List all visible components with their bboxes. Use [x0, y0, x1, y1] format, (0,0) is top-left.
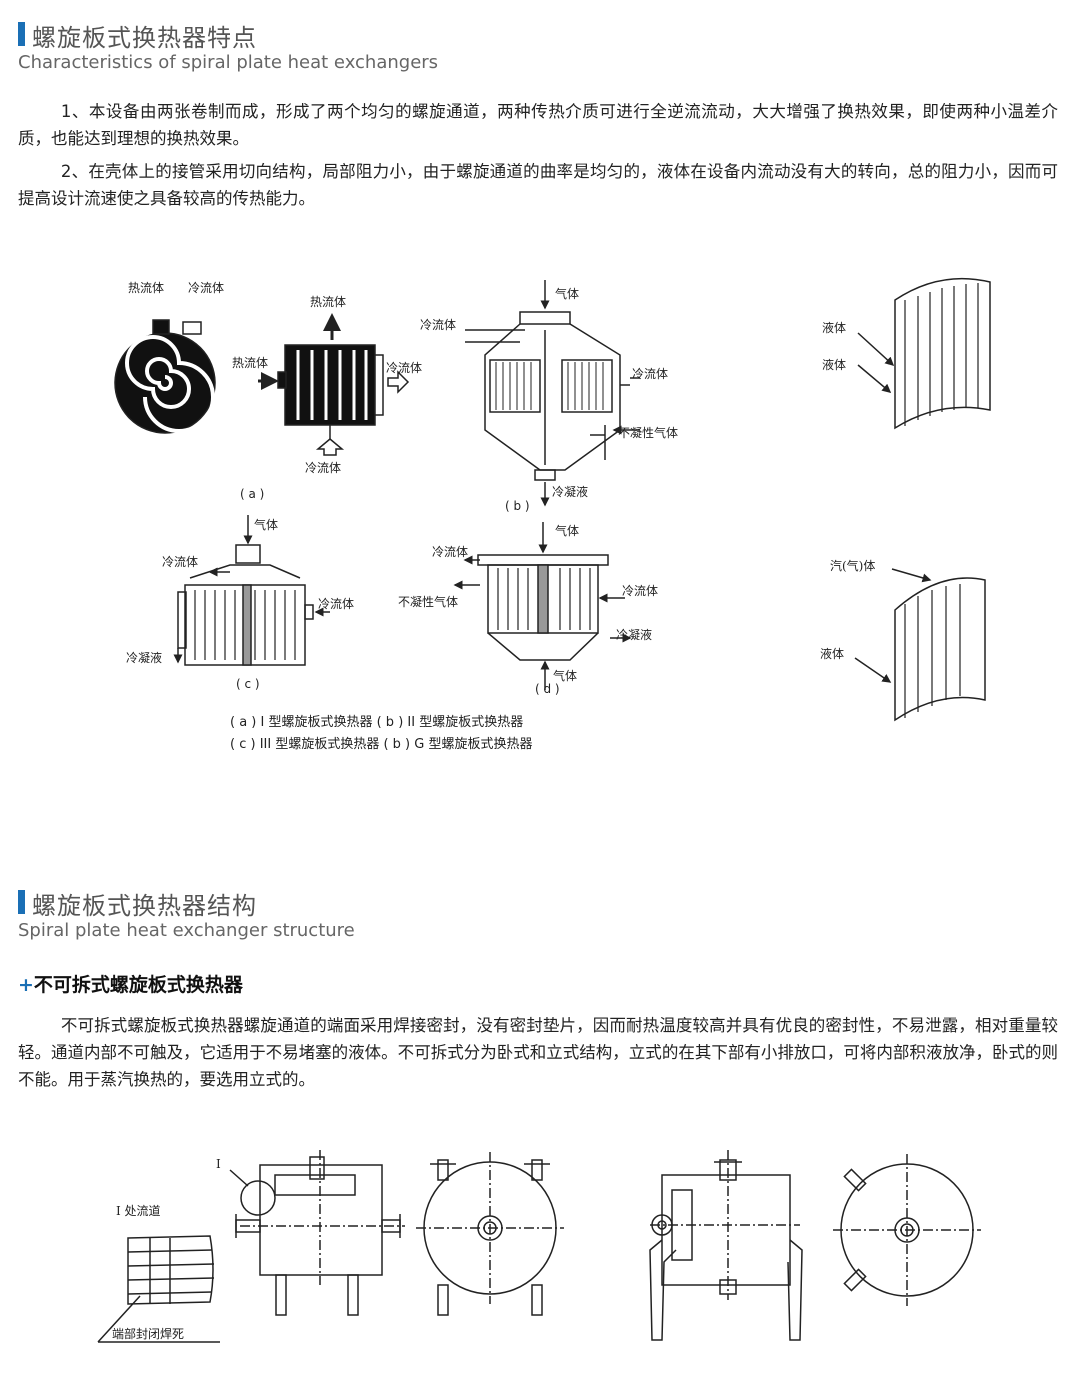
label-cold-fluid-out: 冷流体: [386, 361, 422, 375]
spiral-side-view-drawing: [258, 313, 410, 456]
section1-title: 螺旋板式换热器特点: [32, 24, 257, 52]
section2-subtitle: Spiral plate heat exchanger structure: [18, 920, 355, 941]
spiral-cross-section-drawing: [114, 319, 216, 434]
vertical-unit-end-drawing: [833, 1154, 981, 1306]
section2-body: 不可拆式螺旋板式换热器螺旋通道的端面采用焊接密封，没有密封垫片，因而耐热温度较高…: [18, 1012, 1058, 1093]
section-accent-bar: [18, 22, 25, 46]
label-condensate-d: 冷凝液: [616, 627, 652, 642]
plus-icon: +: [18, 974, 34, 996]
label-hot-fluid-in: 热流体: [232, 356, 268, 370]
label-condensate-c: 冷凝液: [126, 650, 162, 665]
label-noncondensable-d: 不凝性气体: [398, 594, 458, 609]
label-noncondensable-b: 不凝性气体: [618, 425, 678, 440]
label-gas-b: 气体: [555, 286, 579, 301]
non-detachable-subheading: +不可拆式螺旋板式换热器: [18, 970, 243, 997]
label-cold-fluid-c: 冷流体: [162, 555, 198, 569]
label-hot-fluid-top: 热流体: [310, 295, 346, 309]
structure-drawings-figure: I I 处流道 端部封闭焊死: [97, 1150, 981, 1343]
label-liquid-1: 液体: [822, 320, 846, 335]
figure1-caption-line2: ( c ) III 型螺旋板式换热器 ( b ) G 型螺旋板式换热器: [230, 737, 532, 752]
spiral-exchanger-types-figure: 热流体 冷流体 热流体 热流体 冷流体 冷流体 ( a ) 气体 冷流体 冷流体…: [114, 277, 991, 752]
type-ii-exchanger-drawing: [465, 280, 640, 507]
structure-paragraph: 不可拆式螺旋板式换热器螺旋通道的端面采用焊接密封，没有密封垫片，因而耐热温度较高…: [18, 1016, 1058, 1089]
label-cold-fluid-b: 冷流体: [420, 318, 456, 332]
label-cold-fluid-b2: 冷流体: [632, 367, 668, 381]
label-liquid-2: 液体: [822, 357, 846, 372]
label-gas-c: 气体: [254, 517, 278, 532]
label-gas-d-bottom: 气体: [553, 668, 577, 683]
label-condensate-b: 冷凝液: [552, 484, 588, 499]
horizontal-unit-side-drawing: [229, 1150, 405, 1316]
label-gas-d-top: 气体: [555, 523, 579, 538]
subheading-text: 不可拆式螺旋板式换热器: [33, 974, 243, 996]
feature-paragraph-1: 1、本设备由两张卷制而成，形成了两个均匀的螺旋通道，两种传热介质可进行全逆流流动…: [18, 102, 1058, 148]
type-iii-exchanger-drawing: [173, 515, 330, 666]
type-g-exchanger-drawing: [453, 522, 632, 690]
part-label-a: ( a ): [240, 487, 264, 501]
channel-detail-title: I 处流道: [116, 1204, 161, 1218]
label-vapor-gas: 汽(气)体: [830, 558, 875, 573]
section2-title: 螺旋板式换热器结构: [32, 892, 257, 920]
label-cold-fluid-in: 冷流体: [305, 461, 341, 475]
label-cold-fluid-a: 冷流体: [188, 281, 224, 295]
section1-body: 1、本设备由两张卷制而成，形成了两个均匀的螺旋通道，两种传热介质可进行全逆流流动…: [18, 98, 1058, 212]
spiral-channel-vapor-drawing: [854, 568, 986, 722]
channel-detail-drawing: [97, 1235, 220, 1343]
label-cold-fluid-d: 冷流体: [432, 545, 468, 559]
figure1-caption-line1: ( a ) I 型螺旋板式换热器 ( b ) II 型螺旋板式换热器: [230, 715, 523, 730]
part-label-c: ( c ): [236, 677, 260, 691]
horizontal-unit-end-drawing: [416, 1152, 564, 1316]
spiral-channel-block-drawing: [857, 277, 991, 430]
part-label-b: ( b ): [505, 499, 530, 513]
detail-marker-label: I: [216, 1157, 221, 1171]
label-cold-fluid-c2: 冷流体: [318, 597, 354, 611]
label-hot-fluid-a: 热流体: [128, 281, 164, 295]
part-label-d: ( d ): [535, 682, 560, 696]
label-cold-fluid-d2: 冷流体: [622, 584, 658, 598]
section1-subtitle: Characteristics of spiral plate heat exc…: [18, 52, 439, 73]
section-accent-bar: [18, 890, 25, 914]
vertical-unit-side-drawing: [649, 1150, 803, 1341]
feature-paragraph-2: 2、在壳体上的接管采用切向结构，局部阻力小，由于螺旋通道的曲率是均匀的，液体在设…: [18, 162, 1058, 208]
seal-note-label: 端部封闭焊死: [112, 1326, 184, 1341]
label-liquid-3: 液体: [820, 646, 844, 661]
